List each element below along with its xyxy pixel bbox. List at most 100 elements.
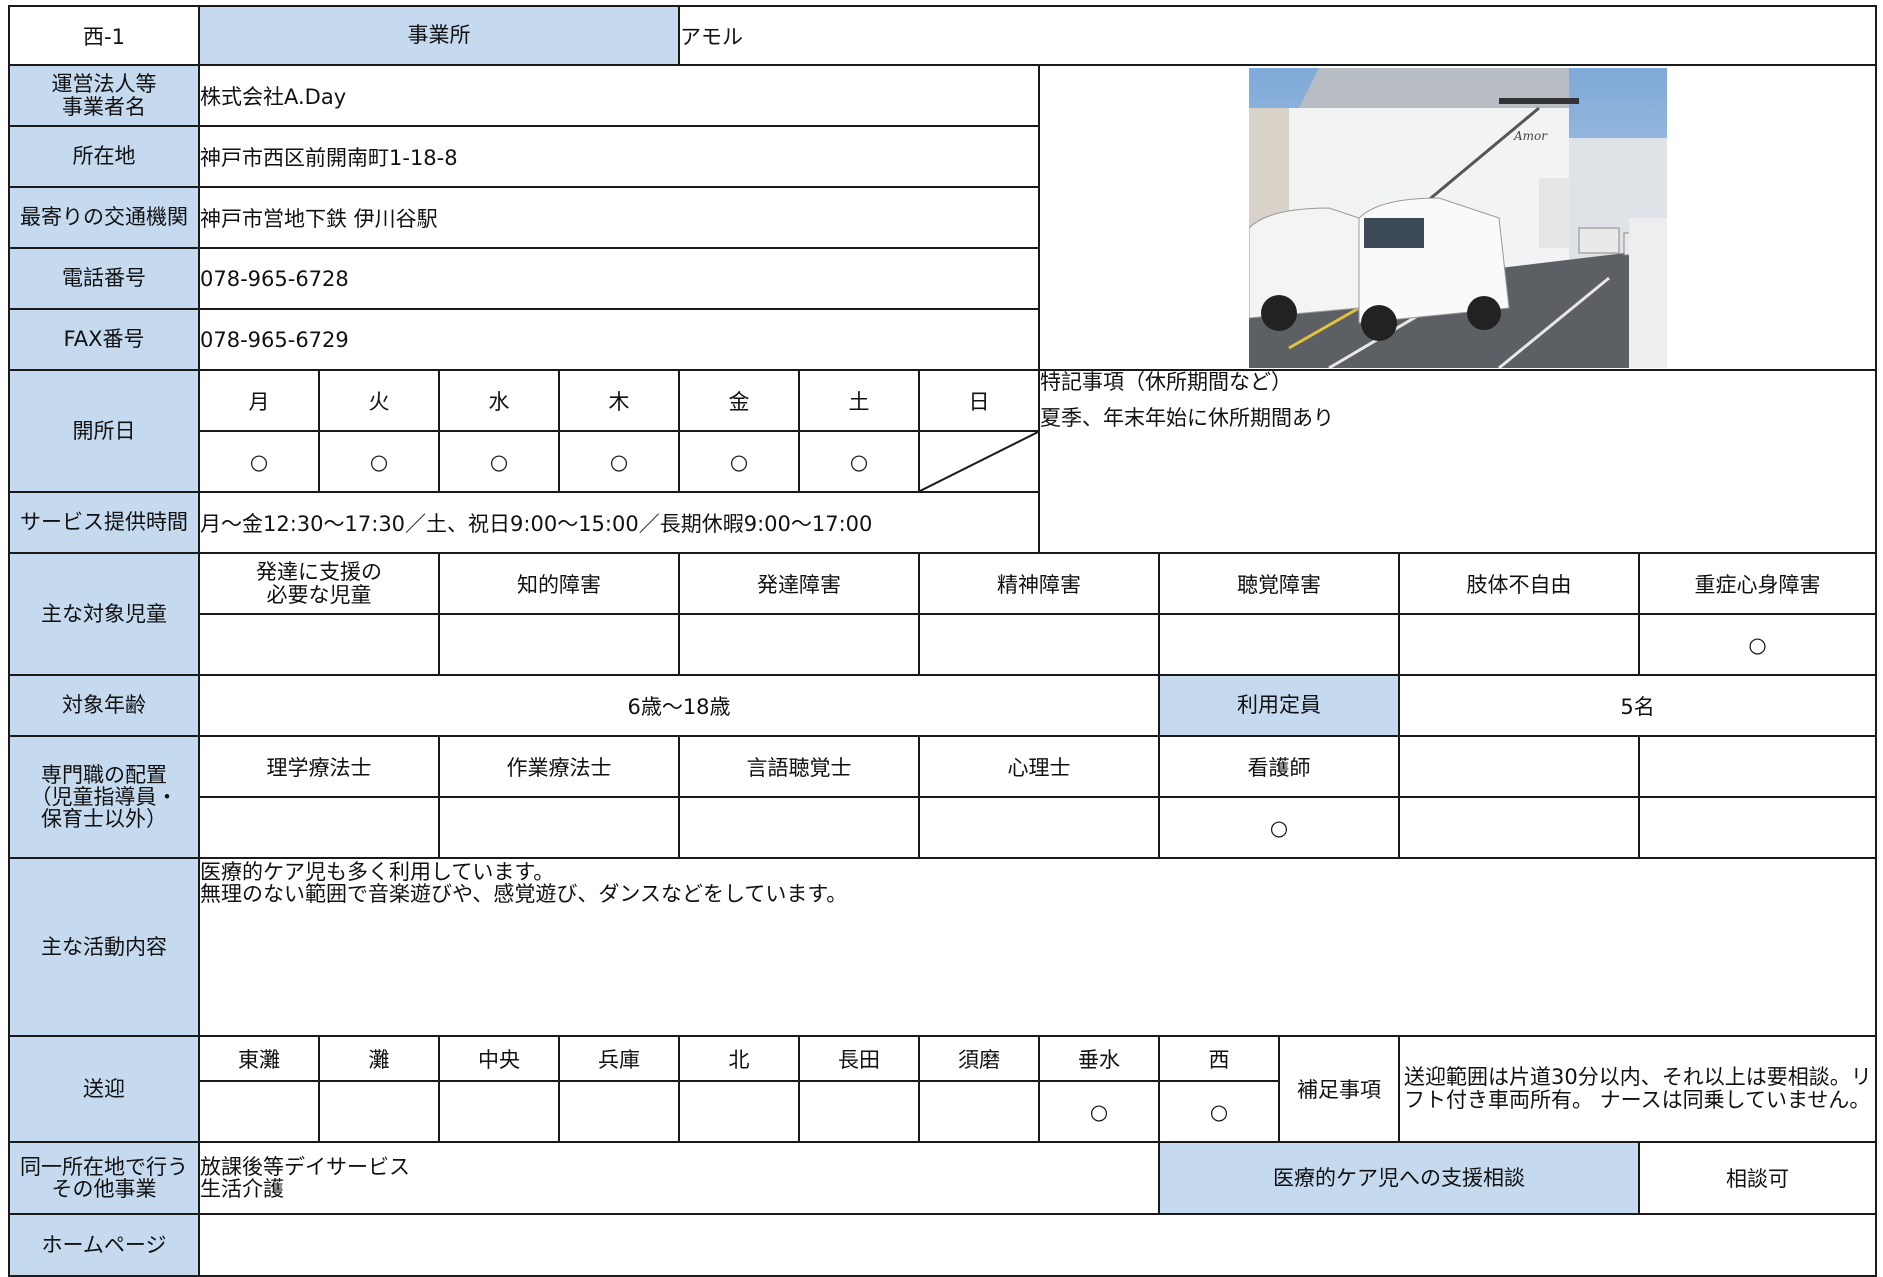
transit-label: 最寄りの交通機関 — [8, 186, 200, 249]
staff-mark: ○ — [1158, 796, 1400, 859]
staff-mark — [678, 796, 920, 859]
sunday-closed-diagonal — [918, 430, 1040, 493]
staff-mark — [918, 796, 1160, 859]
open-days-label: 開所日 — [8, 369, 200, 493]
transit-value: 神戸市営地下鉄 伊川谷駅 — [198, 186, 1040, 249]
building-sign: Amor — [1513, 129, 1548, 143]
transport-area: 灘 — [318, 1035, 440, 1082]
transport-mark — [318, 1080, 440, 1143]
target-children-label: 主な対象児童 — [8, 552, 200, 676]
address-label: 所在地 — [8, 125, 200, 188]
staff-mark — [438, 796, 680, 859]
target-age-value: 6歳～18歳 — [198, 674, 1160, 737]
target-category: 聴覚障害 — [1158, 552, 1400, 615]
day-header: 日 — [918, 369, 1040, 432]
target-mark — [198, 613, 440, 676]
target-mark — [678, 613, 920, 676]
transport-mark: ○ — [1038, 1080, 1160, 1143]
diagonal-line-icon — [920, 432, 1038, 491]
operator-label: 運営法人等 事業者名 — [8, 64, 200, 127]
day-header: 火 — [318, 369, 440, 432]
target-category: 肢体不自由 — [1398, 552, 1640, 615]
service-hours-label: サービス提供時間 — [8, 491, 200, 554]
day-mark: ○ — [798, 430, 920, 493]
staff-role: 心理士 — [918, 735, 1160, 798]
staff-label: 専門職の配置 （児童指導員・ 保育士以外） — [8, 735, 200, 859]
fax-label: FAX番号 — [8, 308, 200, 371]
transport-mark — [198, 1080, 320, 1143]
transport-area: 長田 — [798, 1035, 920, 1082]
facility-info-sheet: 西-1 事業所 アモル 運営法人等 事業者名 株式会社A.Day — [8, 5, 1878, 1277]
transport-mark — [678, 1080, 800, 1143]
target-mark — [918, 613, 1160, 676]
transport-area: 西 — [1158, 1035, 1280, 1082]
office-name: アモル — [677, 5, 1878, 66]
staff-role: 言語聴覚士 — [678, 735, 920, 798]
phone-label: 電話番号 — [8, 247, 200, 310]
staff-role: 理学療法士 — [198, 735, 440, 798]
transport-label: 送迎 — [8, 1035, 200, 1143]
staff-mark — [198, 796, 440, 859]
day-header: 土 — [798, 369, 920, 432]
staff-role — [1637, 735, 1878, 798]
service-hours-value: 月～金12:30～17:30／土、祝日9:00～15:00／長期休暇9:00～1… — [198, 491, 1040, 554]
facility-photo: Amor — [1248, 67, 1667, 368]
target-category: 精神障害 — [918, 552, 1160, 615]
target-category: 知的障害 — [438, 552, 680, 615]
transport-area: 北 — [678, 1035, 800, 1082]
target-category: 発達に支援の 必要な児童 — [198, 552, 440, 615]
day-header: 月 — [198, 369, 320, 432]
transport-extra-value: 送迎範囲は片道30分以内、それ以上は要相談。リ フト付き車両所有。 ナースは同乗… — [1397, 1035, 1878, 1143]
office-label: 事業所 — [198, 5, 680, 66]
operator-value: 株式会社A.Day — [198, 64, 1040, 127]
phone-value: 078-965-6728 — [198, 247, 1040, 310]
notes-title: 特記事項（休所期間など） — [1040, 370, 1292, 394]
capacity-label: 利用定員 — [1158, 674, 1400, 737]
target-mark: ○ — [1637, 613, 1878, 676]
day-mark: ○ — [558, 430, 680, 493]
transport-area: 東灘 — [198, 1035, 320, 1082]
homepage-value[interactable] — [197, 1213, 1878, 1277]
target-category: 発達障害 — [678, 552, 920, 615]
staff-mark — [1637, 796, 1878, 859]
transport-mark: ○ — [1158, 1080, 1280, 1143]
sheet-id: 西-1 — [8, 5, 200, 66]
target-mark — [438, 613, 680, 676]
transport-area: 須磨 — [918, 1035, 1040, 1082]
transport-mark — [438, 1080, 560, 1143]
fax-value: 078-965-6729 — [198, 308, 1040, 371]
transport-mark — [558, 1080, 680, 1143]
target-age-label: 対象年齢 — [8, 674, 200, 737]
facility-photo-cell: Amor — [1037, 64, 1878, 371]
staff-role — [1398, 735, 1640, 798]
notes-cell: 特記事項（休所期間など） 夏季、年末年始に休所期間あり — [1037, 369, 1878, 554]
other-services-value: 放課後等デイサービス 生活介護 — [198, 1141, 1160, 1215]
notes-value: 夏季、年末年始に休所期間あり — [1040, 406, 1334, 431]
day-mark: ○ — [678, 430, 800, 493]
transport-mark — [918, 1080, 1040, 1143]
target-mark — [1398, 613, 1640, 676]
facility-photo-image: Amor — [1248, 67, 1667, 368]
day-mark: ○ — [198, 430, 320, 493]
activities-label: 主な活動内容 — [8, 857, 200, 1037]
transport-area: 垂水 — [1038, 1035, 1160, 1082]
homepage-label: ホームページ — [8, 1213, 200, 1277]
transport-mark — [798, 1080, 920, 1143]
staff-role: 作業療法士 — [438, 735, 680, 798]
activities-value: 医療的ケア児も多く利用しています。 無理のない範囲で音楽遊びや、感覚遊び、ダンス… — [197, 857, 1878, 1037]
transport-extra-label: 補足事項 — [1278, 1035, 1400, 1143]
staff-mark — [1398, 796, 1640, 859]
target-mark — [1158, 613, 1400, 676]
other-services-label: 同一所在地で行う その他事業 — [8, 1141, 200, 1215]
transport-area: 兵庫 — [558, 1035, 680, 1082]
capacity-value: 5名 — [1397, 674, 1878, 737]
staff-role: 看護師 — [1158, 735, 1400, 798]
day-header: 金 — [678, 369, 800, 432]
day-header: 水 — [438, 369, 560, 432]
day-mark: ○ — [438, 430, 560, 493]
medical-care-value: 相談可 — [1637, 1141, 1878, 1215]
transport-area: 中央 — [438, 1035, 560, 1082]
day-mark: ○ — [318, 430, 440, 493]
day-header: 木 — [558, 369, 680, 432]
target-category: 重症心身障害 — [1637, 552, 1878, 615]
